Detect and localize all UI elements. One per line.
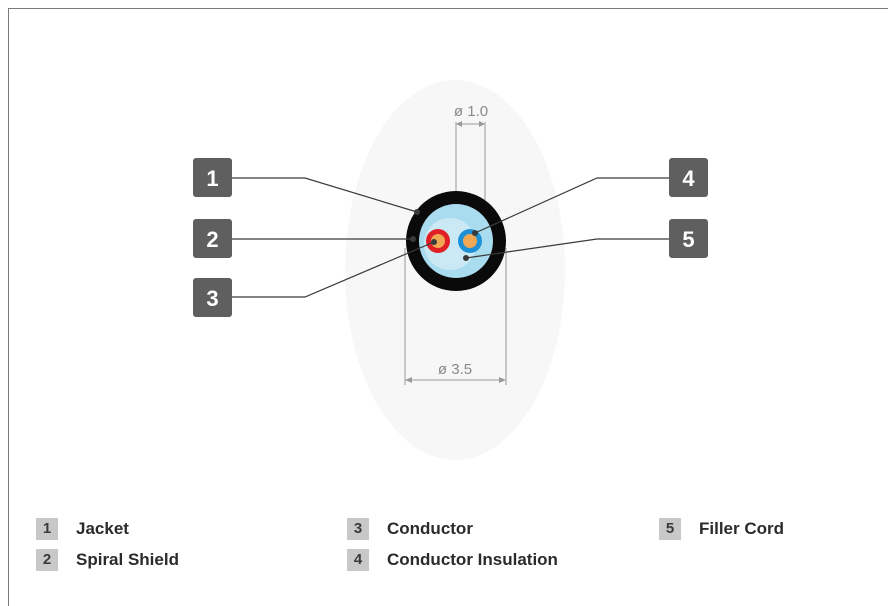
callout-3: 3 bbox=[193, 278, 232, 317]
legend-item-conductor-insulation: 4 Conductor Insulation bbox=[347, 548, 558, 572]
legend-item-jacket: 1 Jacket bbox=[36, 517, 129, 541]
legend-item-filler-cord: 5 Filler Cord bbox=[659, 517, 784, 541]
leader-3 bbox=[232, 241, 435, 298]
legend-item-conductor: 3 Conductor bbox=[347, 517, 473, 541]
leader-1 bbox=[232, 177, 418, 213]
legend-label: Spiral Shield bbox=[76, 550, 179, 569]
leader-lines bbox=[232, 177, 669, 298]
legend-number: 3 bbox=[347, 518, 369, 540]
callout-5: 5 bbox=[669, 219, 708, 258]
legend-number: 5 bbox=[659, 518, 681, 540]
svg-text:5: 5 bbox=[682, 227, 694, 252]
outer-diameter-dimension: ø 3.5 bbox=[404, 248, 507, 385]
legend-number: 1 bbox=[36, 518, 58, 540]
legend-label: Jacket bbox=[76, 519, 129, 538]
callout-4: 4 bbox=[669, 158, 708, 197]
leader-4 bbox=[474, 177, 669, 234]
legend-label: Conductor bbox=[387, 519, 473, 538]
figure-frame bbox=[8, 8, 888, 606]
svg-text:4: 4 bbox=[682, 166, 695, 191]
legend-number: 2 bbox=[36, 549, 58, 571]
cable bbox=[406, 191, 506, 291]
svg-text:2: 2 bbox=[206, 227, 218, 252]
svg-text:1: 1 bbox=[206, 166, 218, 191]
inner-diameter-label: ø 1.0 bbox=[454, 103, 488, 120]
legend-label: Conductor Insulation bbox=[387, 550, 558, 569]
legend-item-spiral-shield: 2 Spiral Shield bbox=[36, 548, 179, 572]
leader-dots bbox=[410, 209, 478, 261]
callout-1: 1 bbox=[193, 158, 232, 197]
leader-5 bbox=[465, 238, 669, 259]
conductor-right bbox=[463, 234, 477, 248]
outer-diameter-label: ø 3.5 bbox=[438, 361, 472, 378]
callout-2: 2 bbox=[193, 219, 232, 258]
legend-label: Filler Cord bbox=[699, 519, 785, 538]
svg-text:3: 3 bbox=[206, 286, 218, 311]
legend-number: 4 bbox=[347, 549, 369, 571]
